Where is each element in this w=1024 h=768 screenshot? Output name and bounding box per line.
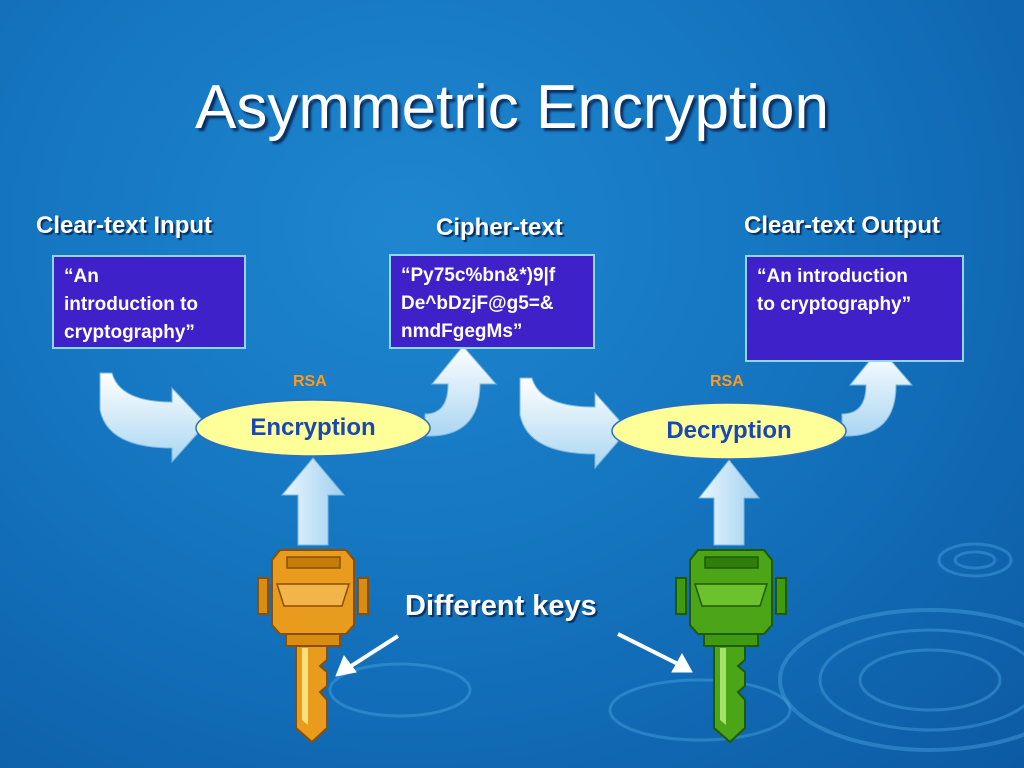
output-line-2: to cryptography” [757, 294, 912, 315]
input-text-box: “An introduction to cryptography” [52, 255, 246, 349]
key-up-arrow-decryption [697, 459, 761, 546]
output-text-box: “An introduction to cryptography” [745, 255, 964, 362]
cipher-line-3: nmdFgegMs” [401, 321, 523, 342]
cipher-text-box: “Py75c%bn&*)9|f De^bDzjF@g5=& nmdFgegMs” [389, 254, 595, 349]
encryption-key-icon [257, 549, 369, 744]
heading-clear-text-output: Clear-text Output [744, 212, 941, 239]
input-line-2: introduction to [64, 294, 199, 315]
decryption-oval [611, 402, 847, 460]
encryption-rsa-label: RSA [293, 373, 327, 390]
output-arrow-decryption [841, 347, 914, 437]
pointer-arrow-left [335, 634, 400, 677]
input-line-1: “An [64, 266, 99, 287]
key-up-arrow-encryption [280, 457, 346, 546]
different-keys-label: Different keys [405, 590, 597, 622]
cipher-line-1: “Py75c%bn&*)9|f [401, 265, 556, 286]
input-line-3: cryptography” [64, 322, 195, 343]
decryption-label: Decryption [666, 417, 792, 444]
input-arrow-decryption [519, 377, 629, 470]
ripple-decoration [328, 542, 1024, 752]
input-arrow-encryption [99, 372, 207, 464]
heading-clear-text-input: Clear-text Input [36, 212, 213, 239]
decryption-rsa-label: RSA [710, 373, 744, 390]
cipher-line-2: De^bDzjF@g5=& [401, 293, 554, 314]
encryption-oval [195, 399, 431, 457]
encryption-label: Encryption [250, 414, 376, 441]
output-line-1: “An introduction [757, 266, 908, 287]
heading-cipher-text: Cipher-text [436, 214, 563, 241]
output-arrow-encryption [424, 345, 498, 437]
slide-title: Asymmetric Encryption [195, 73, 829, 142]
decryption-key-icon [675, 549, 787, 744]
pointer-arrow-right [617, 632, 693, 673]
